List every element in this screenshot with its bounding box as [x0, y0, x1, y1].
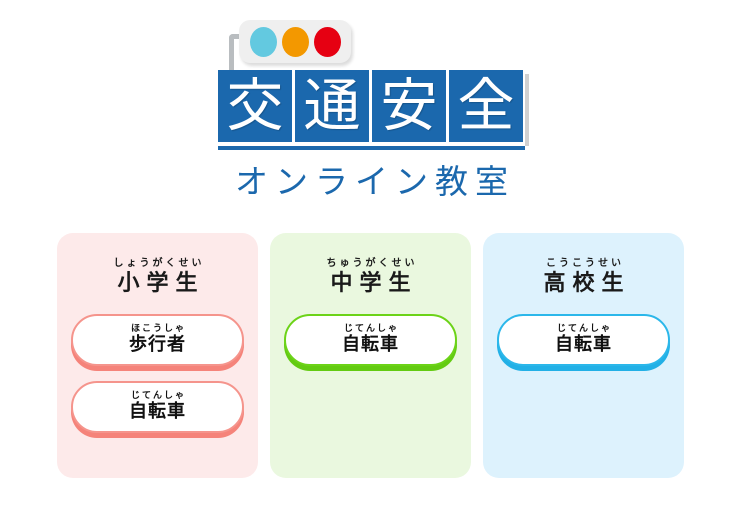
traffic-light-lamp-cyan-icon: [249, 26, 277, 57]
card-junior-high-title: 中学生: [330, 271, 418, 296]
card-high-school-heading: こうこうせい 高校生: [536, 258, 630, 297]
card-junior-high-heading: ちゅうがくせい 中学生: [323, 258, 417, 297]
card-elementary: しょうがくせい 小学生 ほこうしゃ 歩行者 じてんしゃ 自転車: [57, 233, 258, 478]
card-high-school-title: 高校生: [543, 271, 631, 296]
traffic-light-lamp-red-icon: [313, 26, 341, 57]
logo-title-char-4: 全: [449, 70, 523, 142]
button-junior-high-bicycle-label: 自転車: [342, 334, 399, 355]
site-logo-header: 交 通 安 全 オンライン教室: [0, 0, 750, 215]
card-high-school-ruby: こうこうせい: [545, 258, 624, 269]
logo-title: 交 通 安 全: [218, 70, 523, 142]
button-high-school-bicycle[interactable]: じてんしゃ 自転車: [497, 314, 670, 366]
logo-title-char-3: 安: [372, 70, 446, 142]
button-elementary-bicycle-ruby: じてんしゃ: [130, 391, 186, 401]
logo-subtitle: オンライン教室: [235, 162, 515, 201]
card-high-school: こうこうせい 高校生 じてんしゃ 自転車: [483, 233, 684, 478]
card-elementary-heading: しょうがくせい 小学生: [110, 258, 204, 297]
traffic-light-pole-icon: [229, 34, 245, 72]
audience-card-list: しょうがくせい 小学生 ほこうしゃ 歩行者 じてんしゃ 自転車 ちゅうがくせい …: [57, 233, 684, 478]
traffic-light-icon: [239, 20, 351, 63]
button-junior-high-bicycle[interactable]: じてんしゃ 自転車: [284, 314, 457, 366]
button-elementary-pedestrian[interactable]: ほこうしゃ 歩行者: [71, 314, 244, 366]
button-junior-high-bicycle-ruby: じてんしゃ: [343, 324, 399, 334]
card-elementary-title: 小学生: [117, 271, 205, 296]
button-high-school-bicycle-label: 自転車: [555, 334, 612, 355]
button-elementary-bicycle[interactable]: じてんしゃ 自転車: [71, 381, 244, 433]
card-junior-high-ruby: ちゅうがくせい: [326, 258, 418, 269]
logo-title-char-2: 通: [295, 70, 369, 142]
button-high-school-bicycle-ruby: じてんしゃ: [556, 324, 612, 334]
logo-title-shadow: [525, 74, 529, 146]
button-elementary-bicycle-label: 自転車: [129, 401, 186, 422]
logo-title-underline: [218, 146, 525, 150]
button-elementary-pedestrian-label: 歩行者: [129, 334, 186, 355]
card-elementary-ruby: しょうがくせい: [113, 258, 205, 269]
card-junior-high: ちゅうがくせい 中学生 じてんしゃ 自転車: [270, 233, 471, 478]
logo-title-char-1: 交: [218, 70, 292, 142]
traffic-light-lamp-orange-icon: [281, 26, 309, 57]
button-elementary-pedestrian-ruby: ほこうしゃ: [130, 324, 186, 334]
